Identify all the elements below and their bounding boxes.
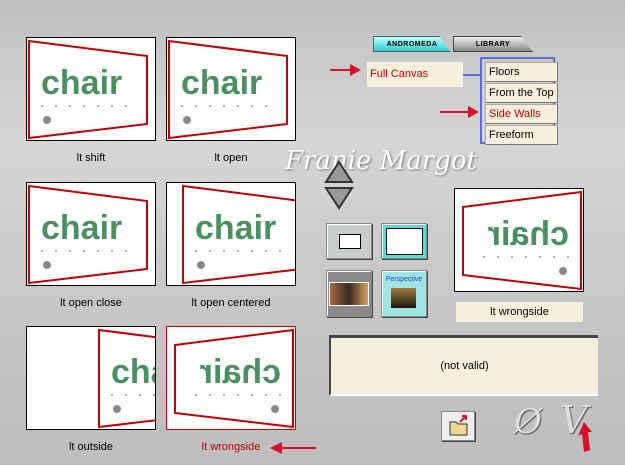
preset-label[interactable]: lt open: [214, 152, 248, 164]
open-folder-button[interactable]: [441, 411, 475, 441]
connector-line: [463, 74, 481, 76]
submenu-from-the-top[interactable]: From the Top: [485, 83, 558, 103]
image-button[interactable]: [326, 270, 372, 317]
preset-label[interactable]: lt open centered: [191, 297, 271, 309]
svg-text:chair: chair: [41, 64, 122, 102]
category-full-canvas[interactable]: Full Canvas: [366, 61, 464, 88]
preset-label[interactable]: lt outside: [68, 441, 114, 453]
signature-logo: Franie Margot: [285, 146, 477, 176]
small-frame-button[interactable]: [326, 223, 372, 259]
preset-label[interactable]: lt shift: [76, 152, 106, 164]
submenu-floors[interactable]: Floors: [485, 62, 558, 82]
preview-label: lt wrongside: [456, 302, 583, 322]
folder-icon: [449, 415, 468, 436]
tab-andromeda[interactable]: ANDROMEDA: [373, 36, 451, 52]
arrow-icon: [578, 422, 592, 452]
perspective-label: Perspective: [385, 276, 423, 283]
preset-thumbnail[interactable]: chair: [26, 182, 156, 286]
svg-text:chair: chair: [195, 209, 276, 247]
arrow-icon: [270, 442, 316, 454]
svg-text:chair: chair: [200, 353, 281, 391]
full-frame-button[interactable]: [381, 223, 427, 259]
submenu-side-walls[interactable]: Side Walls: [485, 104, 558, 124]
perspective-button[interactable]: Perspective: [381, 270, 427, 317]
preset-label[interactable]: lt wrongside: [201, 441, 261, 453]
preset-thumbnail[interactable]: chair: [166, 326, 296, 430]
submenu-freeform[interactable]: Freeform: [485, 125, 558, 145]
preset-thumbnail[interactable]: chair: [166, 182, 302, 286]
cancel-icon[interactable]: Ø: [514, 402, 542, 442]
preset-thumbnail[interactable]: chair: [26, 37, 156, 141]
preview-image: chair: [454, 188, 584, 292]
svg-text:chair: chair: [41, 209, 122, 247]
arrow-icon: [330, 64, 361, 76]
svg-text:chair: chair: [111, 353, 155, 391]
status-box: (not valid): [329, 335, 598, 396]
up-arrow-button[interactable]: [324, 160, 354, 184]
submenu: Floors From the Top Side Walls Freeform: [480, 57, 558, 145]
preset-thumbnail[interactable]: chair: [26, 326, 218, 430]
svg-text:chair: chair: [181, 64, 262, 102]
arrow-icon: [440, 106, 479, 118]
preset-label[interactable]: lt open close: [60, 297, 122, 309]
down-arrow-button[interactable]: [324, 186, 354, 210]
svg-text:chair: chair: [488, 215, 569, 253]
tab-library[interactable]: LIBRARY: [453, 36, 533, 52]
preset-thumbnail[interactable]: chair: [166, 37, 296, 141]
